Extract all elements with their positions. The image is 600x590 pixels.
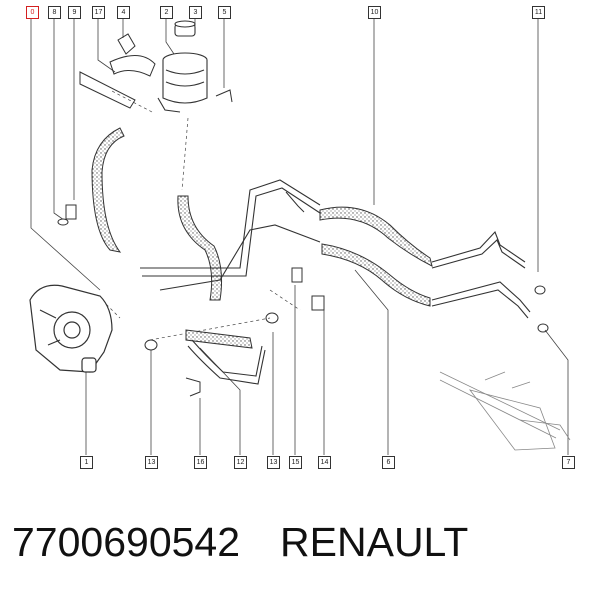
hose-assembly (91, 127, 433, 349)
callout-3: 3 (189, 6, 202, 19)
callout-1: 1 (80, 456, 93, 469)
brand-name: RENAULT (280, 519, 469, 565)
steering-rack (439, 371, 571, 451)
callout-0: 0 (26, 6, 39, 19)
callout-8: 8 (48, 6, 61, 19)
reservoir-bracket (79, 33, 156, 109)
callout-13b: 13 (267, 456, 280, 469)
assembly-dashes (101, 89, 301, 341)
callout-9: 9 (68, 6, 81, 19)
callout-12: 12 (234, 456, 247, 469)
callout-2: 2 (160, 6, 173, 19)
callout-13a: 13 (145, 456, 158, 469)
callout-6: 6 (382, 456, 395, 469)
callout-16: 16 (194, 456, 207, 469)
callout-11: 11 (532, 6, 545, 19)
metal-pipes (140, 179, 531, 385)
callout-10: 10 (368, 6, 381, 19)
callout-17: 17 (92, 6, 105, 19)
diagram-drawing (29, 18, 571, 455)
part-number: 7700690542 (12, 519, 241, 565)
parts-diagram: 0 8 9 17 4 2 3 5 10 11 1 13 16 12 13 15 … (26, 6, 575, 469)
callout-5: 5 (218, 6, 231, 19)
callout-4: 4 (117, 6, 130, 19)
callout-7: 7 (562, 456, 575, 469)
pump (29, 284, 113, 373)
part-caption: 7700690542 RENAULT (12, 512, 592, 572)
callout-15: 15 (289, 456, 302, 469)
reservoir (157, 20, 208, 113)
callout-14: 14 (318, 456, 331, 469)
fittings (57, 89, 549, 397)
